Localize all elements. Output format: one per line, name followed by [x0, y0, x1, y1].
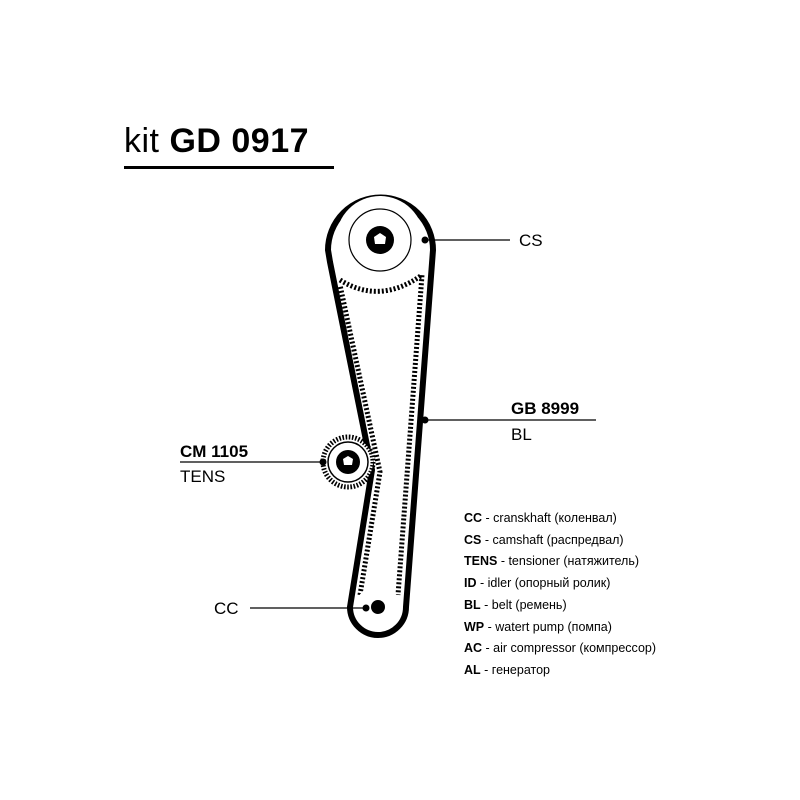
cs-label: CS	[519, 231, 543, 250]
tensioner-label: TENS	[180, 467, 226, 486]
legend: CC - cranskhaft (коленвал) CS - camshaft…	[464, 508, 656, 682]
legend-item: WP - watert pump (помпа)	[464, 619, 612, 634]
legend-item: CC - cranskhaft (коленвал)	[464, 511, 617, 525]
kit-title: kit GD 0917	[124, 122, 309, 161]
leader-lines	[180, 239, 596, 609]
tensioner-code: CM 1105	[180, 442, 249, 461]
timing-belt	[325, 194, 436, 638]
legend-item: ID - idler (опорный ролик)	[464, 576, 611, 591]
tensioner-pulley	[320, 434, 376, 490]
legend-item: AL - генератор	[464, 662, 551, 677]
belt-teeth	[337, 269, 425, 596]
kit-code: GD 0917	[169, 122, 310, 160]
belt-label: BL	[511, 425, 532, 444]
legend-item: AC - air compressor (компрессор)	[464, 641, 657, 656]
legend-item: CS - camshaft (распредвал)	[464, 532, 624, 547]
legend-item: TENS - tensioner (натяжитель)	[464, 554, 640, 569]
legend-item: BL - belt (ремень)	[464, 597, 567, 612]
cc-label: CC	[214, 599, 239, 618]
belt-code: GB 8999	[511, 399, 580, 418]
crankshaft-pulley	[356, 585, 400, 629]
title-underline	[124, 166, 334, 169]
title-prefix: kit	[124, 122, 160, 160]
camshaft-pulley	[336, 196, 424, 284]
